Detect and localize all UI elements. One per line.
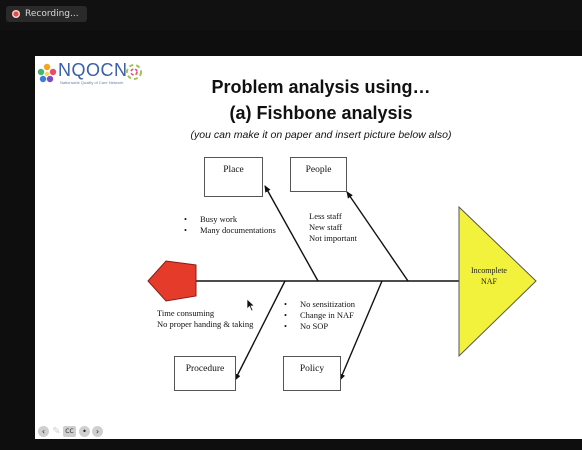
cause-item: Time consuming bbox=[157, 308, 215, 318]
people-causes: Less staff New staff Not important bbox=[309, 211, 357, 244]
effect-label: Incomplete NAF bbox=[459, 265, 519, 287]
cause-item: Busy work bbox=[180, 214, 276, 225]
bone-procedure bbox=[234, 280, 286, 381]
more-icon[interactable]: • bbox=[79, 426, 90, 437]
category-label-policy: Policy bbox=[299, 364, 325, 374]
cc-icon[interactable]: CC bbox=[63, 426, 76, 437]
effect-line1: Incomplete bbox=[471, 266, 507, 275]
procedure-causes: Time consuming No proper handing & takin… bbox=[157, 308, 253, 330]
bone-place bbox=[264, 185, 319, 282]
logo-wordmark: NQOCN bbox=[58, 60, 128, 80]
recording-label: Recording... bbox=[25, 9, 79, 19]
category-box-place: Place bbox=[204, 157, 263, 197]
cause-item: Not important bbox=[309, 233, 357, 243]
fish-head-triangle bbox=[458, 205, 537, 358]
category-box-people: People bbox=[290, 157, 347, 192]
place-causes: Busy work Many documentations bbox=[180, 214, 276, 236]
category-label-place: Place bbox=[223, 165, 244, 175]
fish-tail-pentagon bbox=[147, 260, 197, 302]
bone-policy bbox=[339, 280, 383, 381]
nqocn-logo-icon bbox=[37, 63, 142, 83]
effect-line2: NAF bbox=[480, 277, 497, 286]
cause-item: Many documentations bbox=[180, 225, 276, 236]
pen-icon[interactable]: ✎ bbox=[52, 426, 61, 437]
arrow-left-icon[interactable]: ‹ bbox=[38, 426, 49, 437]
recording-toolbar: Recording... bbox=[0, 0, 582, 30]
category-label-procedure: Procedure bbox=[185, 364, 225, 374]
record-icon bbox=[12, 10, 20, 18]
cause-item: New staff bbox=[309, 222, 343, 232]
cause-item: No sensitization bbox=[280, 299, 355, 310]
slide-title-line2: (a) Fishbone analysis bbox=[229, 103, 413, 123]
bone-people bbox=[346, 191, 409, 282]
policy-causes: No sensitization Change in NAF No SOP bbox=[280, 299, 355, 332]
cause-item: Less staff bbox=[309, 211, 342, 221]
cause-item: Change in NAF bbox=[280, 310, 355, 321]
category-box-procedure: Procedure bbox=[174, 356, 236, 391]
category-label-people: People bbox=[305, 165, 332, 175]
mouse-pointer-icon bbox=[246, 298, 256, 312]
cause-item: No proper handing & taking bbox=[157, 319, 254, 329]
slide-subtitle: (you can make it on paper and insert pic… bbox=[190, 129, 452, 141]
cause-item: No SOP bbox=[280, 321, 355, 332]
arrow-right-icon[interactable]: › bbox=[92, 426, 103, 437]
category-box-policy: Policy bbox=[283, 356, 341, 391]
slide-title-line1: Problem analysis using… bbox=[211, 77, 431, 97]
recording-indicator[interactable]: Recording... bbox=[6, 6, 87, 22]
logo-tagline: Nationwide Quality of Care Network bbox=[60, 80, 124, 85]
